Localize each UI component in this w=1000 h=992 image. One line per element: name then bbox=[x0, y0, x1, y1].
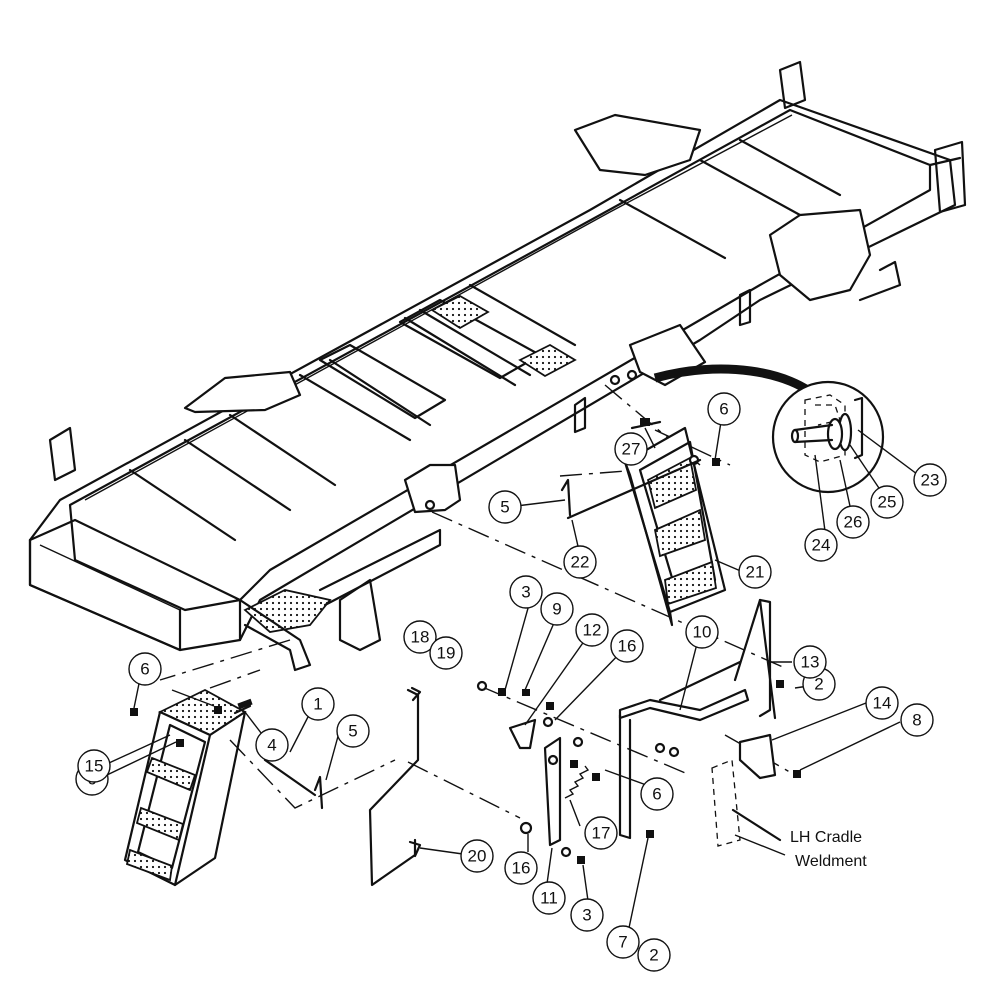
brackets bbox=[508, 598, 782, 847]
svg-text:25: 25 bbox=[878, 493, 897, 512]
svg-text:10: 10 bbox=[693, 623, 712, 642]
callout-5: 5 bbox=[336, 714, 370, 748]
svg-text:18: 18 bbox=[411, 628, 430, 647]
callout-6: 6 bbox=[707, 392, 741, 426]
svg-text:15: 15 bbox=[85, 757, 104, 776]
assembly-centerlines bbox=[159, 384, 796, 819]
svg-text:5: 5 bbox=[348, 722, 357, 741]
callout-16: 16 bbox=[504, 851, 538, 885]
callout-2: 2 bbox=[637, 938, 671, 972]
svg-text:2: 2 bbox=[814, 675, 823, 694]
svg-text:13: 13 bbox=[801, 653, 820, 672]
svg-text:5: 5 bbox=[500, 498, 509, 517]
callout-12: 12 bbox=[575, 613, 609, 647]
callout-6: 6 bbox=[640, 777, 674, 811]
svg-text:3: 3 bbox=[521, 583, 530, 602]
right-ladder bbox=[623, 426, 727, 627]
cradle-label: LH Cradle Weldment bbox=[790, 829, 867, 870]
left-ladder bbox=[123, 688, 247, 887]
callout-23: 23 bbox=[913, 463, 947, 497]
svg-text:4: 4 bbox=[267, 736, 276, 755]
callout-4: 4 bbox=[255, 728, 289, 762]
svg-text:6: 6 bbox=[652, 785, 661, 804]
callout-3: 3 bbox=[570, 898, 604, 932]
svg-text:21: 21 bbox=[746, 563, 765, 582]
svg-text:8: 8 bbox=[912, 711, 921, 730]
svg-text:22: 22 bbox=[571, 553, 590, 572]
callout-bubbles: 1 2 2 3 3 4 5 5 6 6 6 6 7 8 9 10 11 12 1… bbox=[75, 392, 947, 972]
svg-text:2: 2 bbox=[649, 946, 658, 965]
svg-text:1: 1 bbox=[313, 695, 322, 714]
callout-1: 1 bbox=[301, 687, 335, 721]
callout-21: 21 bbox=[738, 555, 772, 589]
svg-text:27: 27 bbox=[622, 440, 641, 459]
callout-25: 25 bbox=[870, 485, 904, 519]
svg-text:9: 9 bbox=[552, 600, 561, 619]
svg-text:24: 24 bbox=[812, 536, 831, 555]
svg-text:17: 17 bbox=[592, 824, 611, 843]
callout-8: 8 bbox=[900, 703, 934, 737]
svg-text:26: 26 bbox=[844, 513, 863, 532]
svg-text:3: 3 bbox=[582, 906, 591, 925]
callout-24: 24 bbox=[804, 528, 838, 562]
svg-text:6: 6 bbox=[140, 660, 149, 679]
svg-text:16: 16 bbox=[618, 637, 637, 656]
detail-view bbox=[771, 380, 885, 494]
svg-text:14: 14 bbox=[873, 694, 892, 713]
callout-5: 5 bbox=[488, 490, 522, 524]
callout-14: 14 bbox=[865, 686, 899, 720]
callout-11: 11 bbox=[532, 881, 566, 915]
callout-10: 10 bbox=[685, 615, 719, 649]
callout-19: 19 bbox=[429, 636, 463, 670]
callout-3: 3 bbox=[509, 575, 543, 609]
svg-text:7: 7 bbox=[618, 933, 627, 952]
svg-text:19: 19 bbox=[437, 644, 456, 663]
svg-text:16: 16 bbox=[512, 859, 531, 878]
main-frame bbox=[28, 60, 967, 672]
cradle-label-line2: Weldment bbox=[795, 853, 867, 870]
svg-text:6: 6 bbox=[719, 400, 728, 419]
callout-17: 17 bbox=[584, 816, 618, 850]
cradle-label-line1: LH Cradle bbox=[790, 829, 862, 846]
svg-text:20: 20 bbox=[468, 847, 487, 866]
callout-15: 15 bbox=[77, 749, 111, 783]
callout-7: 7 bbox=[606, 925, 640, 959]
callout-20: 20 bbox=[460, 839, 494, 873]
svg-text:11: 11 bbox=[540, 889, 558, 908]
callout-13: 13 bbox=[793, 645, 827, 679]
callout-16: 16 bbox=[610, 629, 644, 663]
callout-9: 9 bbox=[540, 592, 574, 626]
callout-22: 22 bbox=[563, 545, 597, 579]
callout-18: 18 bbox=[403, 620, 437, 654]
callout-27: 27 bbox=[614, 432, 648, 466]
svg-text:23: 23 bbox=[921, 471, 940, 490]
hardware bbox=[130, 418, 801, 864]
callout-26: 26 bbox=[836, 505, 870, 539]
svg-text:12: 12 bbox=[583, 621, 602, 640]
handrail-20 bbox=[368, 686, 422, 887]
callout-6: 6 bbox=[128, 652, 162, 686]
